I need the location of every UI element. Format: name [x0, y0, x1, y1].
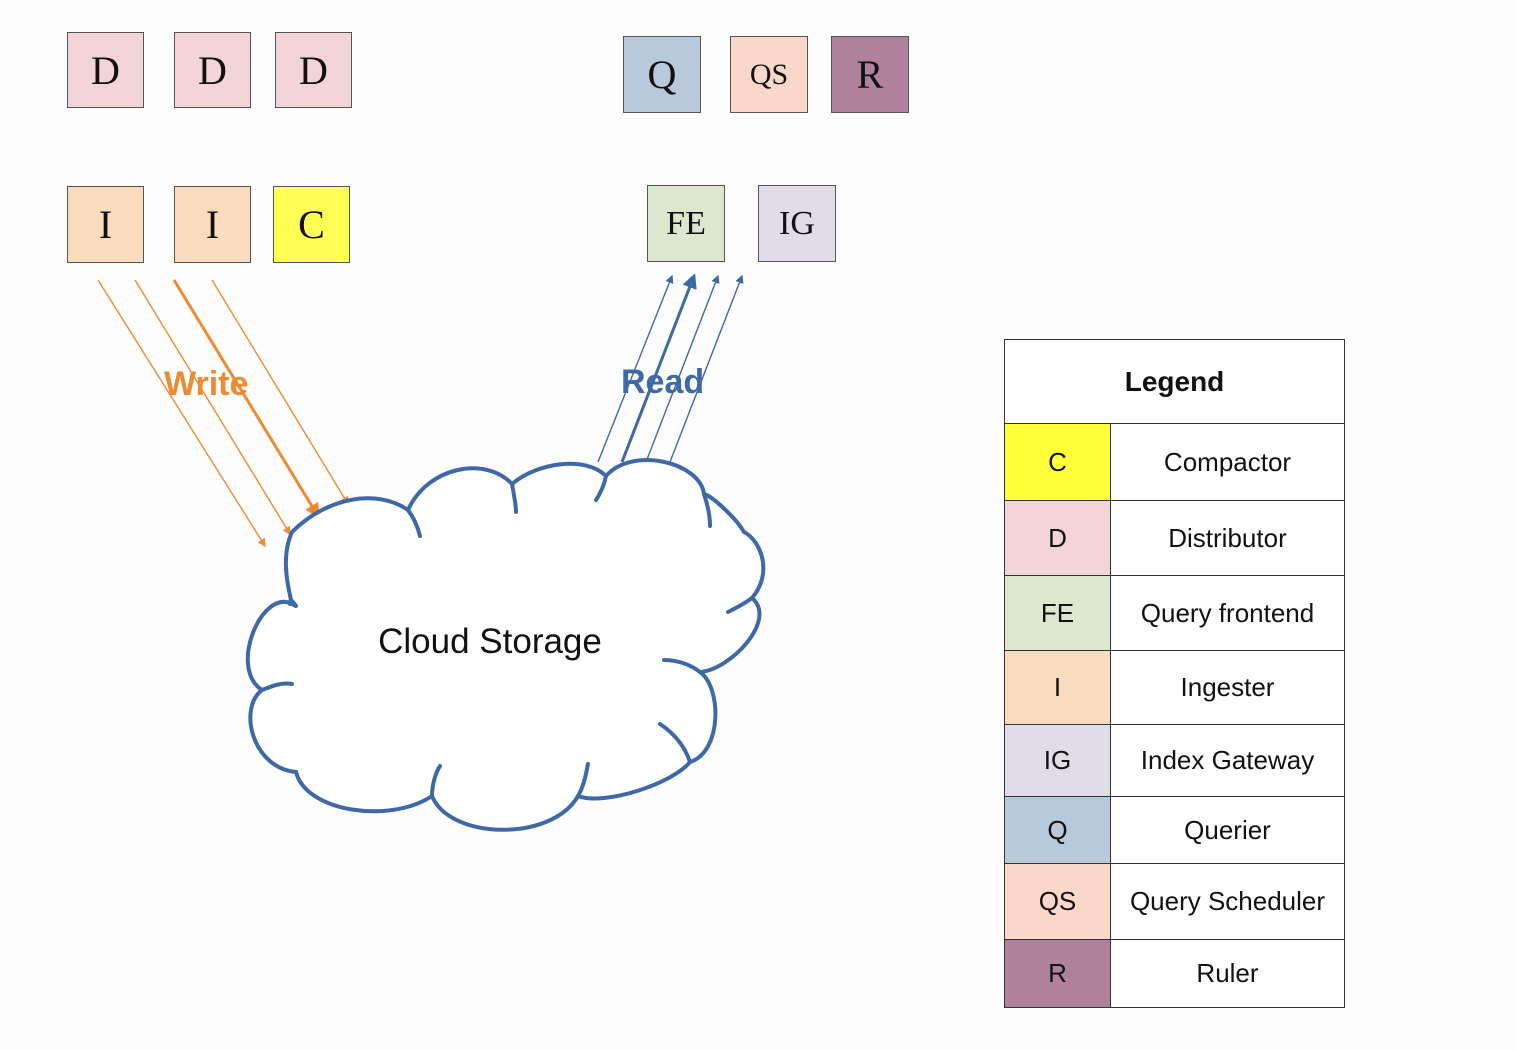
legend-name-ruler: Ruler [1196, 958, 1259, 988]
legend-row-compactor: C Compactor [1005, 424, 1344, 501]
legend-code-distributor: D [1005, 501, 1111, 575]
cloud-storage-shape [245, 458, 766, 832]
legend-name-compactor: Compactor [1163, 446, 1292, 477]
ruler-node: R [831, 36, 909, 113]
legend-code-index-gateway: IG [1005, 725, 1111, 796]
ingester-node-1: I [67, 186, 144, 263]
distributor-node-3: D [275, 32, 352, 108]
read-arrow-3 [645, 274, 720, 463]
legend-code-query-scheduler: QS [1005, 864, 1111, 939]
query-scheduler-node: QS [730, 36, 808, 113]
cloud-storage-label: Cloud Storage [378, 622, 602, 661]
distributor-node-1: D [67, 32, 144, 108]
ingester-node-2: I [174, 186, 251, 263]
legend-row-querier: Q Querier [1005, 797, 1344, 864]
read-arrow-1 [597, 274, 674, 463]
legend-name-querier: Querier [1184, 814, 1271, 845]
read-arrow-4 [669, 274, 744, 463]
legend-row-distributor: D Distributor [1005, 501, 1344, 576]
index-gateway-node: IG [758, 185, 836, 262]
legend-row-ruler: R Ruler [1005, 940, 1344, 1007]
legend-table: Legend C Compactor D Distributor FE Quer… [1004, 339, 1345, 1008]
legend-code-query-frontend: FE [1005, 576, 1111, 650]
legend-name-distributor: Distributor [1168, 522, 1287, 553]
query-frontend-node: FE [647, 185, 725, 262]
read-arrow-2 [620, 273, 697, 463]
legend-title: Legend [1005, 340, 1344, 424]
write-arrow-2 [134, 279, 291, 536]
write-arrow-1 [97, 279, 266, 548]
legend-name-ingester: Ingester [1180, 672, 1275, 702]
legend-row-query-scheduler: QS Query Scheduler [1005, 864, 1344, 940]
compactor-node: C [273, 186, 350, 263]
legend-code-querier: Q [1005, 797, 1111, 863]
legend-code-compactor: C [1005, 424, 1111, 500]
querier-node: Q [623, 36, 701, 113]
distributor-node-2: D [174, 32, 251, 108]
legend-row-index-gateway: IG Index Gateway [1005, 725, 1344, 797]
read-flow-label: Read [621, 363, 705, 401]
legend-code-ingester: I [1005, 651, 1111, 724]
write-arrow-3 [172, 279, 320, 519]
read-arrows [597, 273, 744, 463]
write-flow-label: Write [164, 365, 249, 403]
legend-row-ingester: I Ingester [1005, 651, 1344, 725]
legend-name-query-scheduler: Query Scheduler [1129, 886, 1326, 916]
legend-row-query-frontend: FE Query frontend [1005, 576, 1344, 651]
legend-code-ruler: R [1005, 940, 1111, 1007]
legend-name-index-gateway: Index Gateway [1140, 745, 1315, 775]
legend-name-query-frontend: Query frontend [1140, 597, 1315, 628]
write-arrows [97, 279, 349, 548]
write-arrow-4 [211, 279, 349, 506]
